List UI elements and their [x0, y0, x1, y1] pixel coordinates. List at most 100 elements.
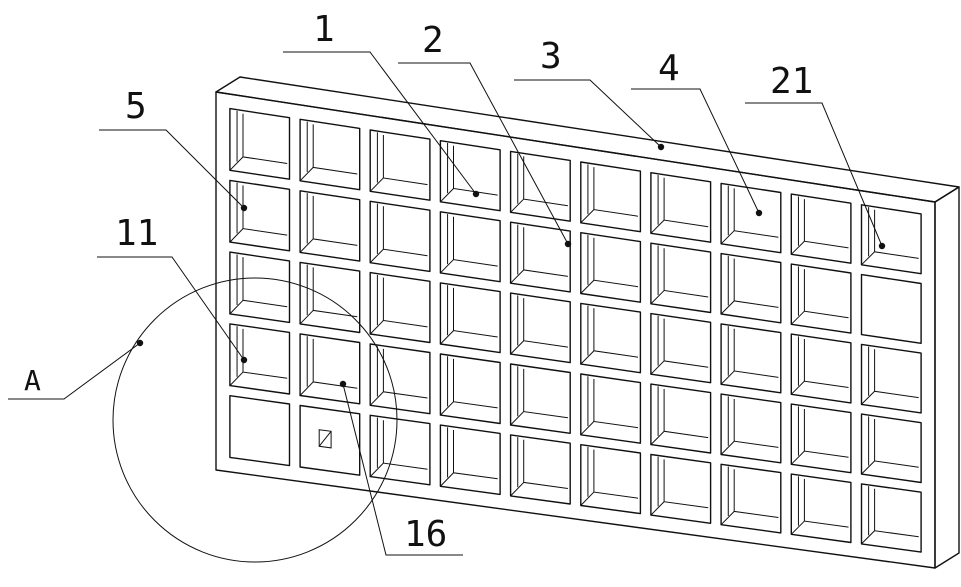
- cell-r0-c9: [861, 205, 921, 274]
- cell-outline: [230, 109, 290, 180]
- side-face: [935, 187, 959, 568]
- cell-outline: [721, 394, 781, 463]
- cell-outline: [721, 464, 781, 533]
- leader-a-dot: [137, 340, 143, 346]
- pocket-edge: [230, 300, 243, 314]
- cell-r1-c4: [511, 222, 571, 292]
- pocket-back-wall: [454, 430, 498, 479]
- cell-r0-c5: [581, 162, 641, 232]
- leader-11-line: [97, 257, 244, 360]
- cell-outline: [300, 334, 360, 404]
- leader-21-dot: [879, 243, 885, 249]
- pocket-back-wall: [454, 146, 498, 195]
- pocket-edge: [511, 412, 524, 425]
- pocket-back-wall: [243, 114, 287, 164]
- pocket-edge: [440, 331, 453, 344]
- cell-r2-c2: [370, 273, 430, 343]
- cell-outline: [230, 180, 290, 250]
- pocket-back-wall: [734, 329, 778, 378]
- label-2: 2: [422, 20, 444, 61]
- cell-outline: [370, 130, 430, 200]
- leader-2-dot: [565, 241, 571, 247]
- cell-outline: [511, 222, 571, 292]
- pocket-back-wall: [243, 185, 287, 235]
- cell-outline: [791, 264, 851, 333]
- cell-outline: [370, 273, 430, 343]
- pocket-back-wall: [664, 319, 708, 368]
- pocket-edge: [651, 291, 664, 304]
- pocket-back-wall: [383, 135, 427, 185]
- label-3: 3: [540, 36, 562, 77]
- pocket-edge: [721, 511, 734, 524]
- pocket-back-wall: [875, 419, 919, 467]
- pocket-back-wall: [243, 257, 287, 307]
- cell-outline: [370, 344, 430, 414]
- cell-outline: [721, 183, 781, 252]
- cell-r2-c9: [861, 344, 921, 413]
- cell-r2-c1: [300, 262, 360, 332]
- pocket-back-wall: [594, 308, 638, 357]
- detail-circle-a: [113, 278, 397, 562]
- pocket-back-wall: [734, 469, 778, 517]
- cell-r1-c9: [862, 275, 922, 344]
- pocket-edge: [440, 473, 453, 486]
- pocket-back-wall: [875, 489, 919, 537]
- cell-r3-c6: [651, 384, 711, 453]
- cell-r1-c6: [651, 243, 711, 312]
- pocket-edge: [581, 210, 594, 223]
- pocket-edge: [581, 280, 594, 293]
- pocket-edge: [791, 381, 804, 394]
- pocket-back-wall: [383, 349, 427, 398]
- pocket-edge: [370, 392, 383, 405]
- pocket-back-wall: [594, 450, 638, 499]
- pocket-edge: [861, 391, 874, 404]
- cell-r3-c7: [721, 394, 781, 463]
- label-a: A: [24, 364, 41, 397]
- pocket-edge: [511, 199, 524, 212]
- cell-outline: [300, 262, 360, 332]
- cell-r4-c8: [791, 474, 851, 542]
- pocket-edge: [581, 421, 594, 434]
- pocket-edge: [511, 482, 524, 495]
- pocket-back-wall: [875, 349, 919, 397]
- cell-outline: [651, 384, 711, 453]
- pocket-edge: [861, 531, 874, 544]
- pocket-edge: [721, 371, 734, 384]
- cell-outline: [440, 283, 500, 353]
- cell-outline: [370, 415, 430, 485]
- pocket-back-wall: [804, 409, 848, 457]
- pocket-back-wall: [383, 206, 427, 255]
- cell-r4-c0: [230, 396, 290, 466]
- cell-outline: [862, 205, 922, 274]
- cell-r0-c8: [791, 194, 851, 263]
- pocket-edge: [581, 492, 594, 505]
- cell-outline: [230, 252, 290, 322]
- cell-outline: [440, 141, 500, 211]
- pocket-edge: [370, 178, 383, 191]
- cell-outline: [440, 354, 500, 424]
- cell-r4-c6: [651, 455, 711, 524]
- cell-outline: [440, 212, 500, 282]
- cell-outline: [651, 243, 711, 312]
- cell-r3-c3: [440, 354, 500, 424]
- pocket-edge: [791, 451, 804, 464]
- pocket-back-wall: [664, 248, 708, 297]
- cell-outline: [721, 254, 781, 323]
- cell-outline: [791, 194, 851, 263]
- pocket-edge: [300, 382, 313, 396]
- leader-3-dot: [658, 144, 664, 150]
- pocket-edge: [511, 341, 524, 354]
- leader-4-dot: [756, 210, 762, 216]
- cell-outline: [581, 303, 641, 372]
- pocket-edge: [300, 239, 313, 252]
- cell-r3-c1: [300, 334, 360, 404]
- pocket-edge: [440, 189, 453, 202]
- pocket-edge: [440, 402, 453, 415]
- pocket-edge: [651, 361, 664, 374]
- pocket-back-wall: [383, 420, 427, 469]
- cell-r2-c5: [581, 303, 641, 372]
- pocket-back-wall: [313, 124, 357, 174]
- cell-r3-c8: [791, 404, 851, 473]
- pocket-edge: [651, 502, 664, 515]
- cell-outline: [791, 404, 851, 473]
